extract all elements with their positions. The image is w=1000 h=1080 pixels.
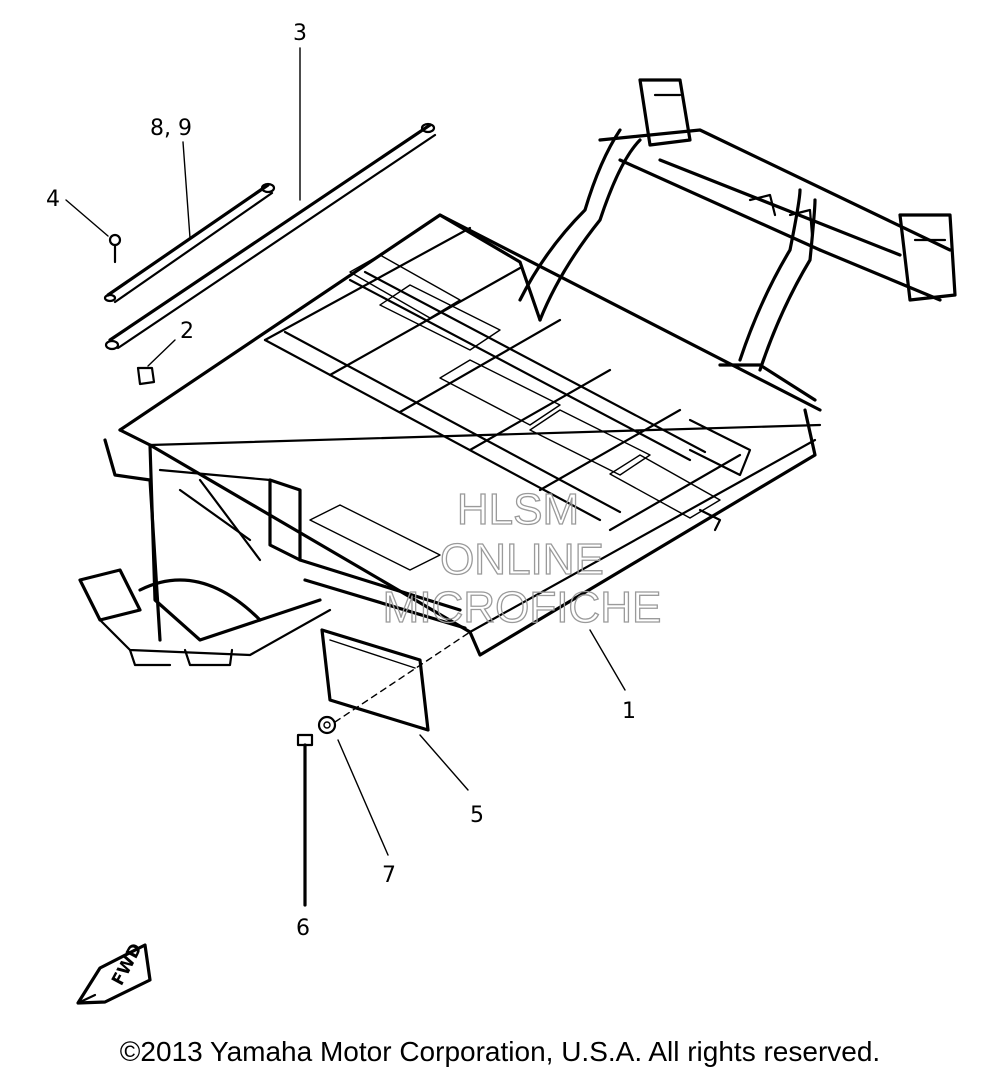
part-2-nut	[136, 366, 156, 386]
callout-7: 7	[382, 863, 396, 888]
frame-assembly	[78, 78, 957, 667]
watermark: HLSM ONLINE MICROFICHE	[382, 484, 662, 632]
watermark-line-1: HLSM	[457, 485, 579, 534]
callout-2: 2	[180, 319, 194, 344]
callout-4: 4	[46, 187, 60, 212]
copyright-notice: ©2013 Yamaha Motor Corporation, U.S.A. A…	[119, 1036, 881, 1067]
part-8-9-rail	[103, 182, 276, 304]
part-7-washer	[317, 715, 337, 735]
fwd-arrow: FWD	[76, 940, 152, 1005]
watermark-line-2: ONLINE	[440, 535, 604, 584]
fwd-label: FWD	[108, 940, 147, 989]
callout-6: 6	[296, 916, 310, 941]
callout-3: 3	[293, 21, 307, 46]
callout-8-9: 8, 9	[150, 116, 192, 141]
leader-lines	[65, 47, 626, 856]
callout-1: 1	[622, 699, 636, 724]
part-5-plate	[320, 628, 430, 732]
part-6-bolt	[296, 733, 314, 907]
part-4-bolt	[108, 233, 122, 264]
watermark-line-3: MICROFICHE	[383, 583, 662, 632]
callout-labels: 3 8, 9 4 2 1 5 7 6	[46, 21, 636, 941]
callout-5: 5	[470, 803, 484, 828]
part-3-rail	[104, 122, 437, 351]
